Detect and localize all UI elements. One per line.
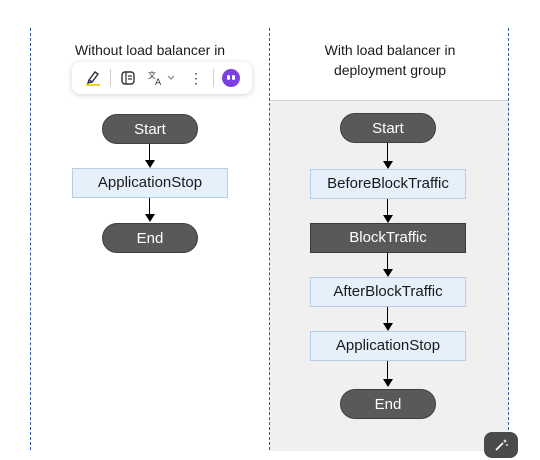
right-start-node: Start <box>340 113 436 143</box>
left-end-node: End <box>102 223 198 253</box>
right-arrow-1 <box>382 143 393 169</box>
right-end-node: End <box>340 389 436 419</box>
middle-divider-left <box>269 28 270 450</box>
right-arrow-4 <box>382 307 393 331</box>
right-arrow-3 <box>382 253 393 277</box>
copilot-icon[interactable] <box>218 65 244 91</box>
toolbar-separator <box>110 69 111 87</box>
magic-wand-button[interactable] <box>484 432 518 458</box>
left-arrow-1 <box>144 144 155 168</box>
left-divider <box>30 28 31 450</box>
right-arrow-5 <box>382 361 393 387</box>
svg-text:A: A <box>155 78 162 86</box>
more-icon[interactable]: ⋮ <box>189 69 203 86</box>
highlighter-icon[interactable] <box>80 65 106 91</box>
left-panel-title: Without load balancer in <box>74 42 226 58</box>
right-afterblocktraffic-node: AfterBlockTraffic <box>310 277 466 307</box>
left-arrow-2 <box>144 198 155 222</box>
right-panel-title-line2: deployment group <box>333 62 447 78</box>
left-start-node: Start <box>102 114 198 144</box>
selection-toolbar: 文 A ⋮ <box>72 62 252 94</box>
copilot-logo <box>222 69 240 87</box>
right-applicationstop-node: ApplicationStop <box>310 331 466 361</box>
toolbar-separator <box>213 69 214 87</box>
right-beforeblocktraffic-node: BeforeBlockTraffic <box>310 169 466 199</box>
right-blocktraffic-node: BlockTraffic <box>310 223 466 253</box>
right-panel-title: With load balancer in deployment group <box>280 40 500 80</box>
translate-icon[interactable]: 文 A <box>145 65 179 91</box>
left-applicationstop-node: ApplicationStop <box>72 168 228 198</box>
notes-icon[interactable] <box>115 65 141 91</box>
svg-text:文: 文 <box>148 70 156 80</box>
magic-wand-icon <box>495 439 508 451</box>
right-divider <box>508 28 509 450</box>
right-panel-title-line1: With load balancer in <box>324 42 456 58</box>
right-arrow-2 <box>382 199 393 223</box>
